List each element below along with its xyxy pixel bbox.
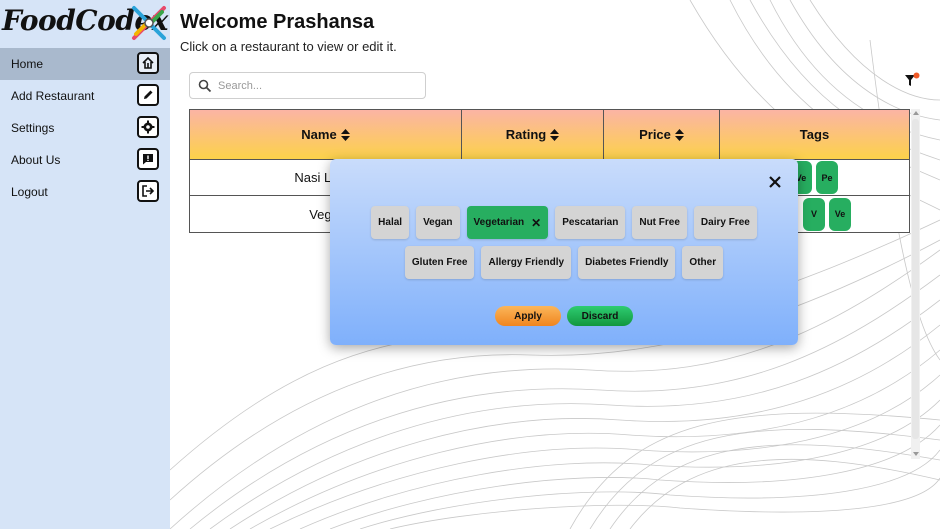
column-header-name[interactable]: Name [190,110,462,159]
filter-tag-label: Nut Free [639,217,680,228]
table-header: Name Rating Price Tags [190,110,909,160]
sort-icon [674,128,684,141]
filter-tag-allergy-friendly[interactable]: Allergy Friendly [481,246,572,279]
tag-chip: Ve [829,197,851,231]
filter-tag-vegan[interactable]: Vegan [416,206,460,239]
home-icon [137,52,159,74]
filter-tag-other[interactable]: Other [682,246,724,279]
filter-tag-label: Allergy Friendly [488,257,565,268]
sort-icon [550,128,560,141]
scroll-down-arrow-icon[interactable] [913,452,919,456]
cell-tags: V Ve [720,196,909,232]
filter-tag-label: Other [689,257,717,268]
scrollbar[interactable] [911,109,920,459]
tag-chip: V [803,197,825,231]
sidebar-item-settings[interactable]: Settings [0,112,170,144]
sidebar-item-logout[interactable]: Logout [0,176,170,208]
sidebar-item-label: Logout [11,185,48,199]
app-logo[interactable]: FoodCodex [2,2,168,44]
filter-tag-diabetes-friendly[interactable]: Diabetes Friendly [578,246,676,279]
edit-icon [137,84,159,106]
gear-icon [137,116,159,138]
sidebar-item-label: Settings [11,121,55,135]
sidebar-item-home[interactable]: Home [0,48,170,80]
search-input[interactable] [218,79,418,92]
background-waves [170,0,940,529]
column-header-rating[interactable]: Rating [462,110,604,159]
filter-icon[interactable] [904,72,920,88]
sidebar-nav: Home Add Restaurant Settings About Us Lo… [0,48,170,208]
filter-modal: Halal Vegan Vegetarian ✕ Pescatarian Nut … [330,159,798,345]
filter-tag-vegetarian[interactable]: Vegetarian ✕ [466,206,549,239]
sidebar-item-label: About Us [11,153,61,167]
filter-tag-dairy-free[interactable]: Dairy Free [693,206,757,239]
tag-chip: Pe [816,161,838,194]
column-header-price[interactable]: Price [604,110,720,159]
chat-icon [137,148,159,170]
sidebar: FoodCodex Home Add Restaurant Settings [0,0,170,529]
column-header-label: Name [301,127,337,142]
logout-icon [137,180,159,202]
page-subtitle: Click on a restaurant to view or edit it… [180,39,397,54]
filter-tag-label: Vegan [423,217,453,228]
column-header-label: Tags [799,127,830,142]
filter-tag-gluten-free[interactable]: Gluten Free [404,246,475,279]
filter-tag-nut-free[interactable]: Nut Free [632,206,687,239]
filter-tag-pescatarian[interactable]: Pescatarian [555,206,626,239]
filter-tag-label: Diabetes Friendly [585,257,669,268]
sidebar-item-about-us[interactable]: About Us [0,144,170,176]
column-header-label: Price [639,127,671,142]
filter-tag-label: Dairy Free [700,217,750,228]
column-header-tags: Tags [720,110,909,159]
sidebar-item-add-restaurant[interactable]: Add Restaurant [0,80,170,112]
close-icon[interactable] [766,173,784,191]
filter-tag-label: Gluten Free [411,257,468,268]
column-header-label: Rating [505,127,547,142]
remove-icon[interactable]: ✕ [531,215,542,230]
search-box[interactable] [189,72,426,99]
sort-icon [340,128,350,141]
page-title: Welcome Prashansa [180,11,375,33]
scroll-thumb[interactable] [912,119,919,439]
logo-mark-icon [132,6,166,40]
scroll-up-arrow-icon[interactable] [913,111,919,115]
filter-tag-list: Halal Vegan Vegetarian ✕ Pescatarian Nut … [348,206,780,279]
discard-button[interactable]: Discard [567,306,633,326]
filter-tag-halal[interactable]: Halal [371,206,410,239]
filter-tag-label: Halal [378,217,403,228]
filter-tag-label: Vegetarian [473,217,525,228]
sidebar-item-label: Add Restaurant [11,89,95,103]
sidebar-item-label: Home [11,57,44,71]
apply-button[interactable]: Apply [495,306,561,326]
filter-tag-label: Pescatarian [562,217,619,228]
search-icon [198,79,212,92]
